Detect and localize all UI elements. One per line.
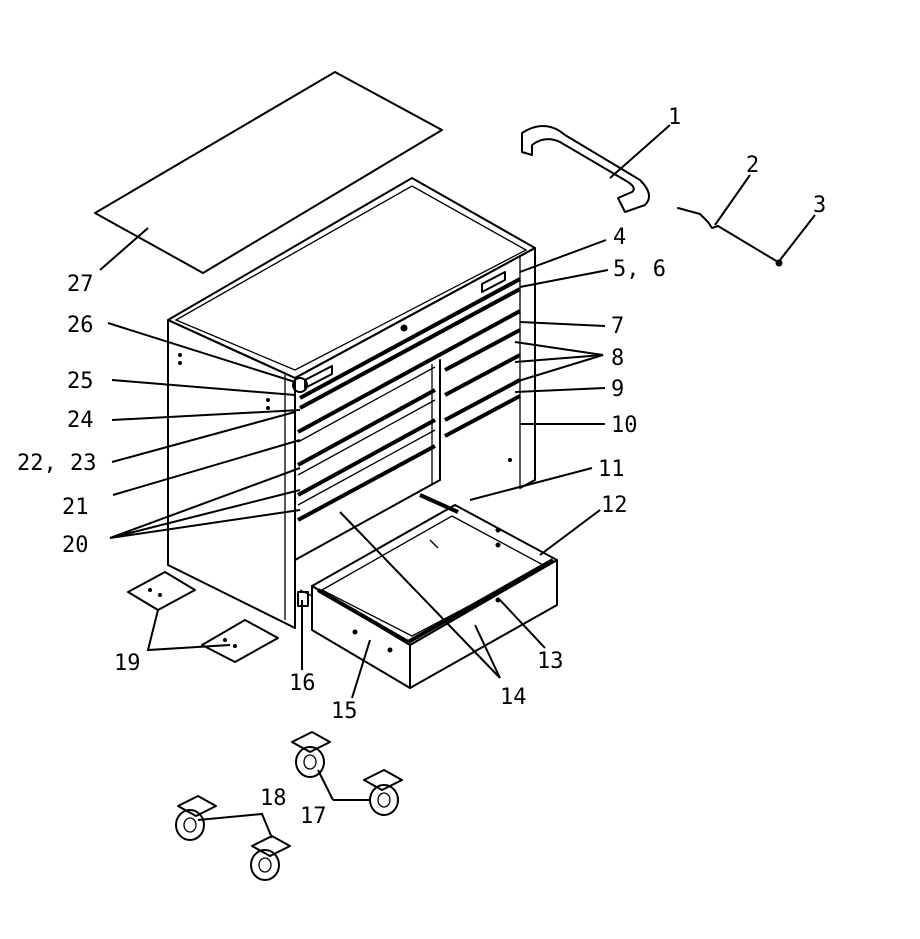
cabinet-body	[167, 177, 536, 629]
callout-22-23: 22, 23	[17, 451, 96, 476]
callout-1: 1	[668, 105, 681, 130]
side-handle-part	[521, 125, 650, 213]
callout-2: 2	[746, 153, 759, 178]
callout-26: 26	[67, 313, 94, 338]
callout-12: 12	[601, 493, 628, 518]
callout-27: 27	[67, 272, 94, 297]
callout-16: 16	[289, 671, 316, 696]
callout-13: 13	[537, 649, 564, 674]
callout-4: 4	[613, 225, 626, 250]
callout-21: 21	[62, 495, 89, 520]
hinge-rod-part	[677, 207, 783, 267]
callout-20: 20	[62, 533, 89, 558]
caster-wheel	[291, 731, 331, 778]
callout-24: 24	[67, 408, 94, 433]
callout-10: 10	[611, 413, 638, 438]
callout-18: 18	[260, 786, 287, 811]
open-drawer-part	[297, 493, 558, 689]
callout-15: 15	[331, 699, 358, 724]
callout-17: 17	[300, 804, 327, 829]
caster-wheel	[175, 795, 217, 841]
leader-lines	[99, 124, 816, 839]
callout-11: 11	[598, 457, 625, 482]
callout-8: 8	[611, 346, 624, 371]
callout-7: 7	[611, 314, 624, 339]
callout-25: 25	[67, 369, 94, 394]
caster-wheel	[250, 835, 291, 881]
caster-wheel	[363, 769, 403, 816]
top-mat-part	[94, 71, 443, 274]
callout-14: 14	[500, 685, 527, 710]
callout-5-6: 5, 6	[613, 257, 666, 282]
callout-9: 9	[611, 377, 624, 402]
callout-3: 3	[813, 193, 826, 218]
callout-labels: 1 2 3 4 5, 6 7 8 9 10 11 12 13 14 15 16 …	[17, 105, 826, 829]
foot-plates-part	[127, 571, 279, 663]
callout-19: 19	[114, 651, 141, 676]
